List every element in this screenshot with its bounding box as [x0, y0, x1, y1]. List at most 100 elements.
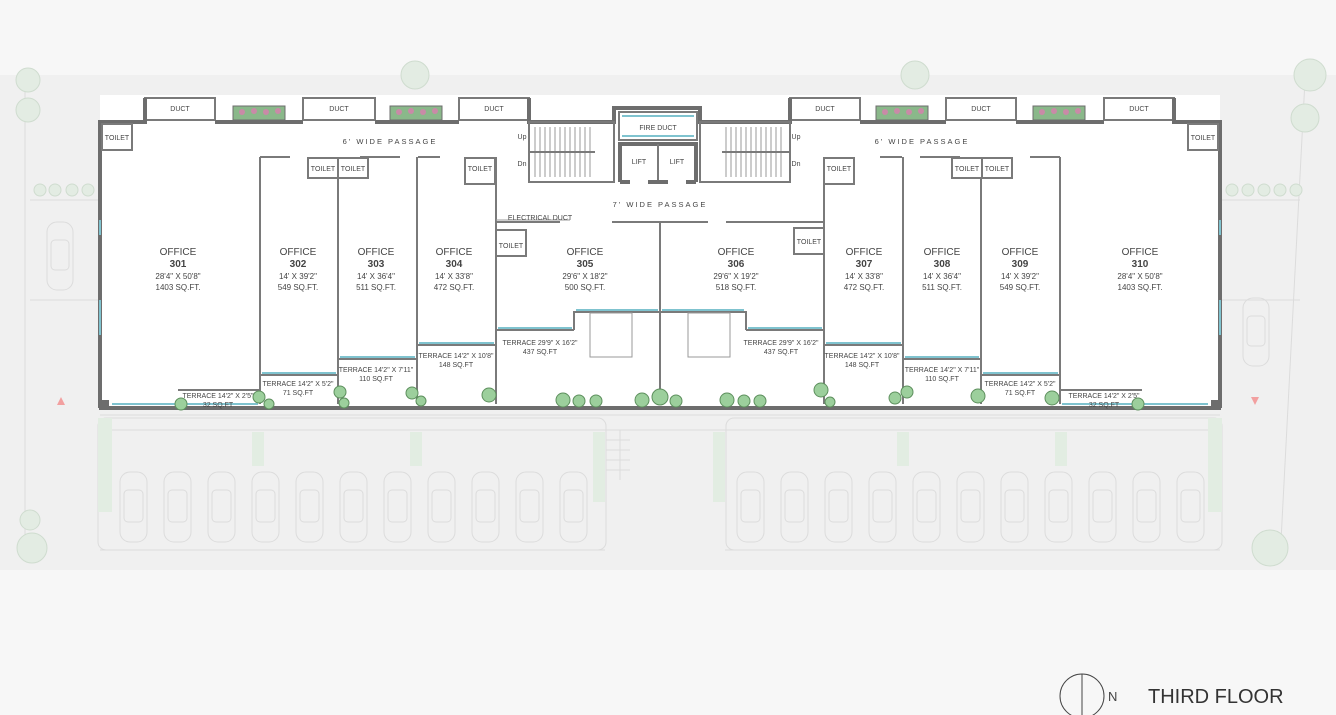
stair-labels: Up Dn Up Dn: [518, 134, 801, 168]
duct-label: DUCT: [1129, 106, 1149, 113]
office-dims: 14' X 33'8": [845, 272, 883, 281]
toilet-label: TOILET: [985, 166, 1010, 173]
parked-car: [559, 471, 588, 543]
toilet-label: TOILET: [827, 166, 852, 173]
terrace-area: 32 SQ.FT: [203, 402, 234, 409]
duct-label: DUCT: [170, 106, 190, 113]
parked-car: [163, 471, 192, 543]
terrace-dims: TERRACE 14'2" X 7'11": [905, 367, 980, 374]
office-dims: 14' X 33'8": [435, 272, 473, 281]
parked-car: [736, 471, 765, 543]
office-label: OFFICE: [1002, 247, 1039, 258]
terrace-dims: TERRACE 29'9" X 16'2": [744, 340, 819, 347]
office-area: 1403 SQ.FT.: [156, 283, 201, 292]
fire-duct-label: FIRE DUCT: [639, 125, 677, 132]
passage-label-center: 7' WIDE PASSAGE: [613, 200, 708, 209]
site-trees: [15, 58, 1327, 567]
parked-car: [427, 471, 456, 543]
terrace-dims: TERRACE 14'2" X 10'8": [419, 353, 494, 360]
office-dims: 28'4" X 50'8": [155, 272, 200, 281]
office-label: OFFICE: [280, 247, 317, 258]
toilet-label: TOILET: [797, 239, 822, 246]
office-label: OFFICE: [846, 247, 883, 258]
office-310: OFFICE 310 28'4" X 50'8" 1403 SQ.FT.: [1117, 247, 1162, 292]
parked-car: [1132, 471, 1161, 543]
office-label: OFFICE: [718, 247, 755, 258]
parked-car: [1088, 471, 1117, 543]
toilet-label: TOILET: [341, 166, 366, 173]
office-number: 302: [290, 259, 307, 270]
office-number: 306: [728, 259, 745, 270]
office-number: 309: [1012, 259, 1029, 270]
floor-title: THIRD FLOOR: [1148, 686, 1284, 708]
office-area: 1403 SQ.FT.: [1118, 283, 1163, 292]
terrace-dims: TERRACE 14'2" X 7'11": [339, 367, 414, 374]
terrace-area: 71 SQ.FT: [283, 390, 314, 397]
passage-label-left: 6' WIDE PASSAGE: [343, 137, 438, 146]
office-number: 310: [1132, 259, 1149, 270]
office-305: OFFICE 305 29'6" X 18'2" 500 SQ.FT.: [562, 247, 607, 292]
toilet-label: TOILET: [468, 166, 493, 173]
office-label: OFFICE: [924, 247, 961, 258]
office-area: 518 SQ.FT.: [716, 283, 756, 292]
toilet-boxes: [101, 123, 1219, 257]
office-area: 472 SQ.FT.: [434, 283, 474, 292]
terrace-area: 110 SQ.FT: [359, 376, 393, 383]
office-number: 308: [934, 259, 951, 270]
terrace-dims: TERRACE 29'9" X 16'2": [503, 340, 578, 347]
duct-label: DUCT: [971, 106, 991, 113]
office-301: OFFICE 301 28'4" X 50'8" 1403 SQ.FT.: [155, 247, 200, 292]
fire-duct-box: [618, 111, 698, 141]
planter-flowers: [239, 108, 1081, 115]
office-area: 549 SQ.FT.: [1000, 283, 1040, 292]
terrace-dims: TERRACE 14'2" X 5'2": [984, 381, 1056, 388]
office-307: OFFICE 307 14' X 33'8" 472 SQ.FT.: [844, 247, 884, 292]
office-label: OFFICE: [436, 247, 473, 258]
office-label: OFFICE: [1122, 247, 1159, 258]
parked-car: [383, 471, 412, 543]
terrace-shrubs: [174, 382, 1145, 411]
parked-car: [207, 471, 236, 543]
office-number: 307: [856, 259, 873, 270]
interior-partitions: [178, 156, 1142, 404]
parked-car: [868, 471, 897, 543]
terrace-dims: TERRACE 14'2" X 2'5": [1068, 393, 1140, 400]
office-label: OFFICE: [358, 247, 395, 258]
parked-car: [295, 471, 324, 543]
parked-car: [339, 471, 368, 543]
side-car-right: [1242, 297, 1270, 367]
stair-right: [699, 121, 791, 183]
terrace-area: 71 SQ.FT: [1005, 390, 1036, 397]
lift-core: [618, 142, 698, 184]
toilet-label: TOILET: [1191, 135, 1216, 142]
parked-car: [1000, 471, 1029, 543]
office-number: 304: [446, 259, 463, 270]
stair-down-label: Dn: [518, 161, 527, 168]
outer-walls: [98, 98, 1222, 410]
arrow-markers: [57, 397, 1259, 405]
side-car-left: [46, 221, 74, 291]
office-label: OFFICE: [567, 247, 604, 258]
parked-car: [1044, 471, 1073, 543]
parked-car: [1176, 471, 1205, 543]
stair-down-label: Dn: [792, 161, 801, 168]
parked-car: [912, 471, 941, 543]
toilet-labels: TOILET TOILET TOILET TOILET TOILET TOILE…: [105, 135, 1216, 250]
passage-label-right: 6' WIDE PASSAGE: [875, 137, 970, 146]
terrace-area: 437 SQ.FT: [523, 349, 558, 356]
toilet-label: TOILET: [105, 135, 130, 142]
parking-cars: [119, 471, 1205, 543]
office-dims: 14' X 36'4": [923, 272, 961, 281]
toilet-label: TOILET: [499, 243, 524, 250]
duct-label: DUCT: [329, 106, 349, 113]
office-308: OFFICE 308 14' X 36'4" 511 SQ.FT.: [922, 247, 962, 292]
office-number: 305: [577, 259, 594, 270]
terrace-area: 110 SQ.FT: [925, 376, 959, 383]
office-303: OFFICE 303 14' X 36'4" 511 SQ.FT.: [356, 247, 396, 292]
office-number: 301: [170, 259, 187, 270]
office-dims: 14' X 36'4": [357, 272, 395, 281]
office-area: 472 SQ.FT.: [844, 283, 884, 292]
north-label: N: [1108, 689, 1117, 704]
terrace-labels: TERRACE 14'2" X 2'5" 32 SQ.FT TERRACE 14…: [182, 340, 1140, 409]
office-dims: 14' X 39'2": [279, 272, 317, 281]
